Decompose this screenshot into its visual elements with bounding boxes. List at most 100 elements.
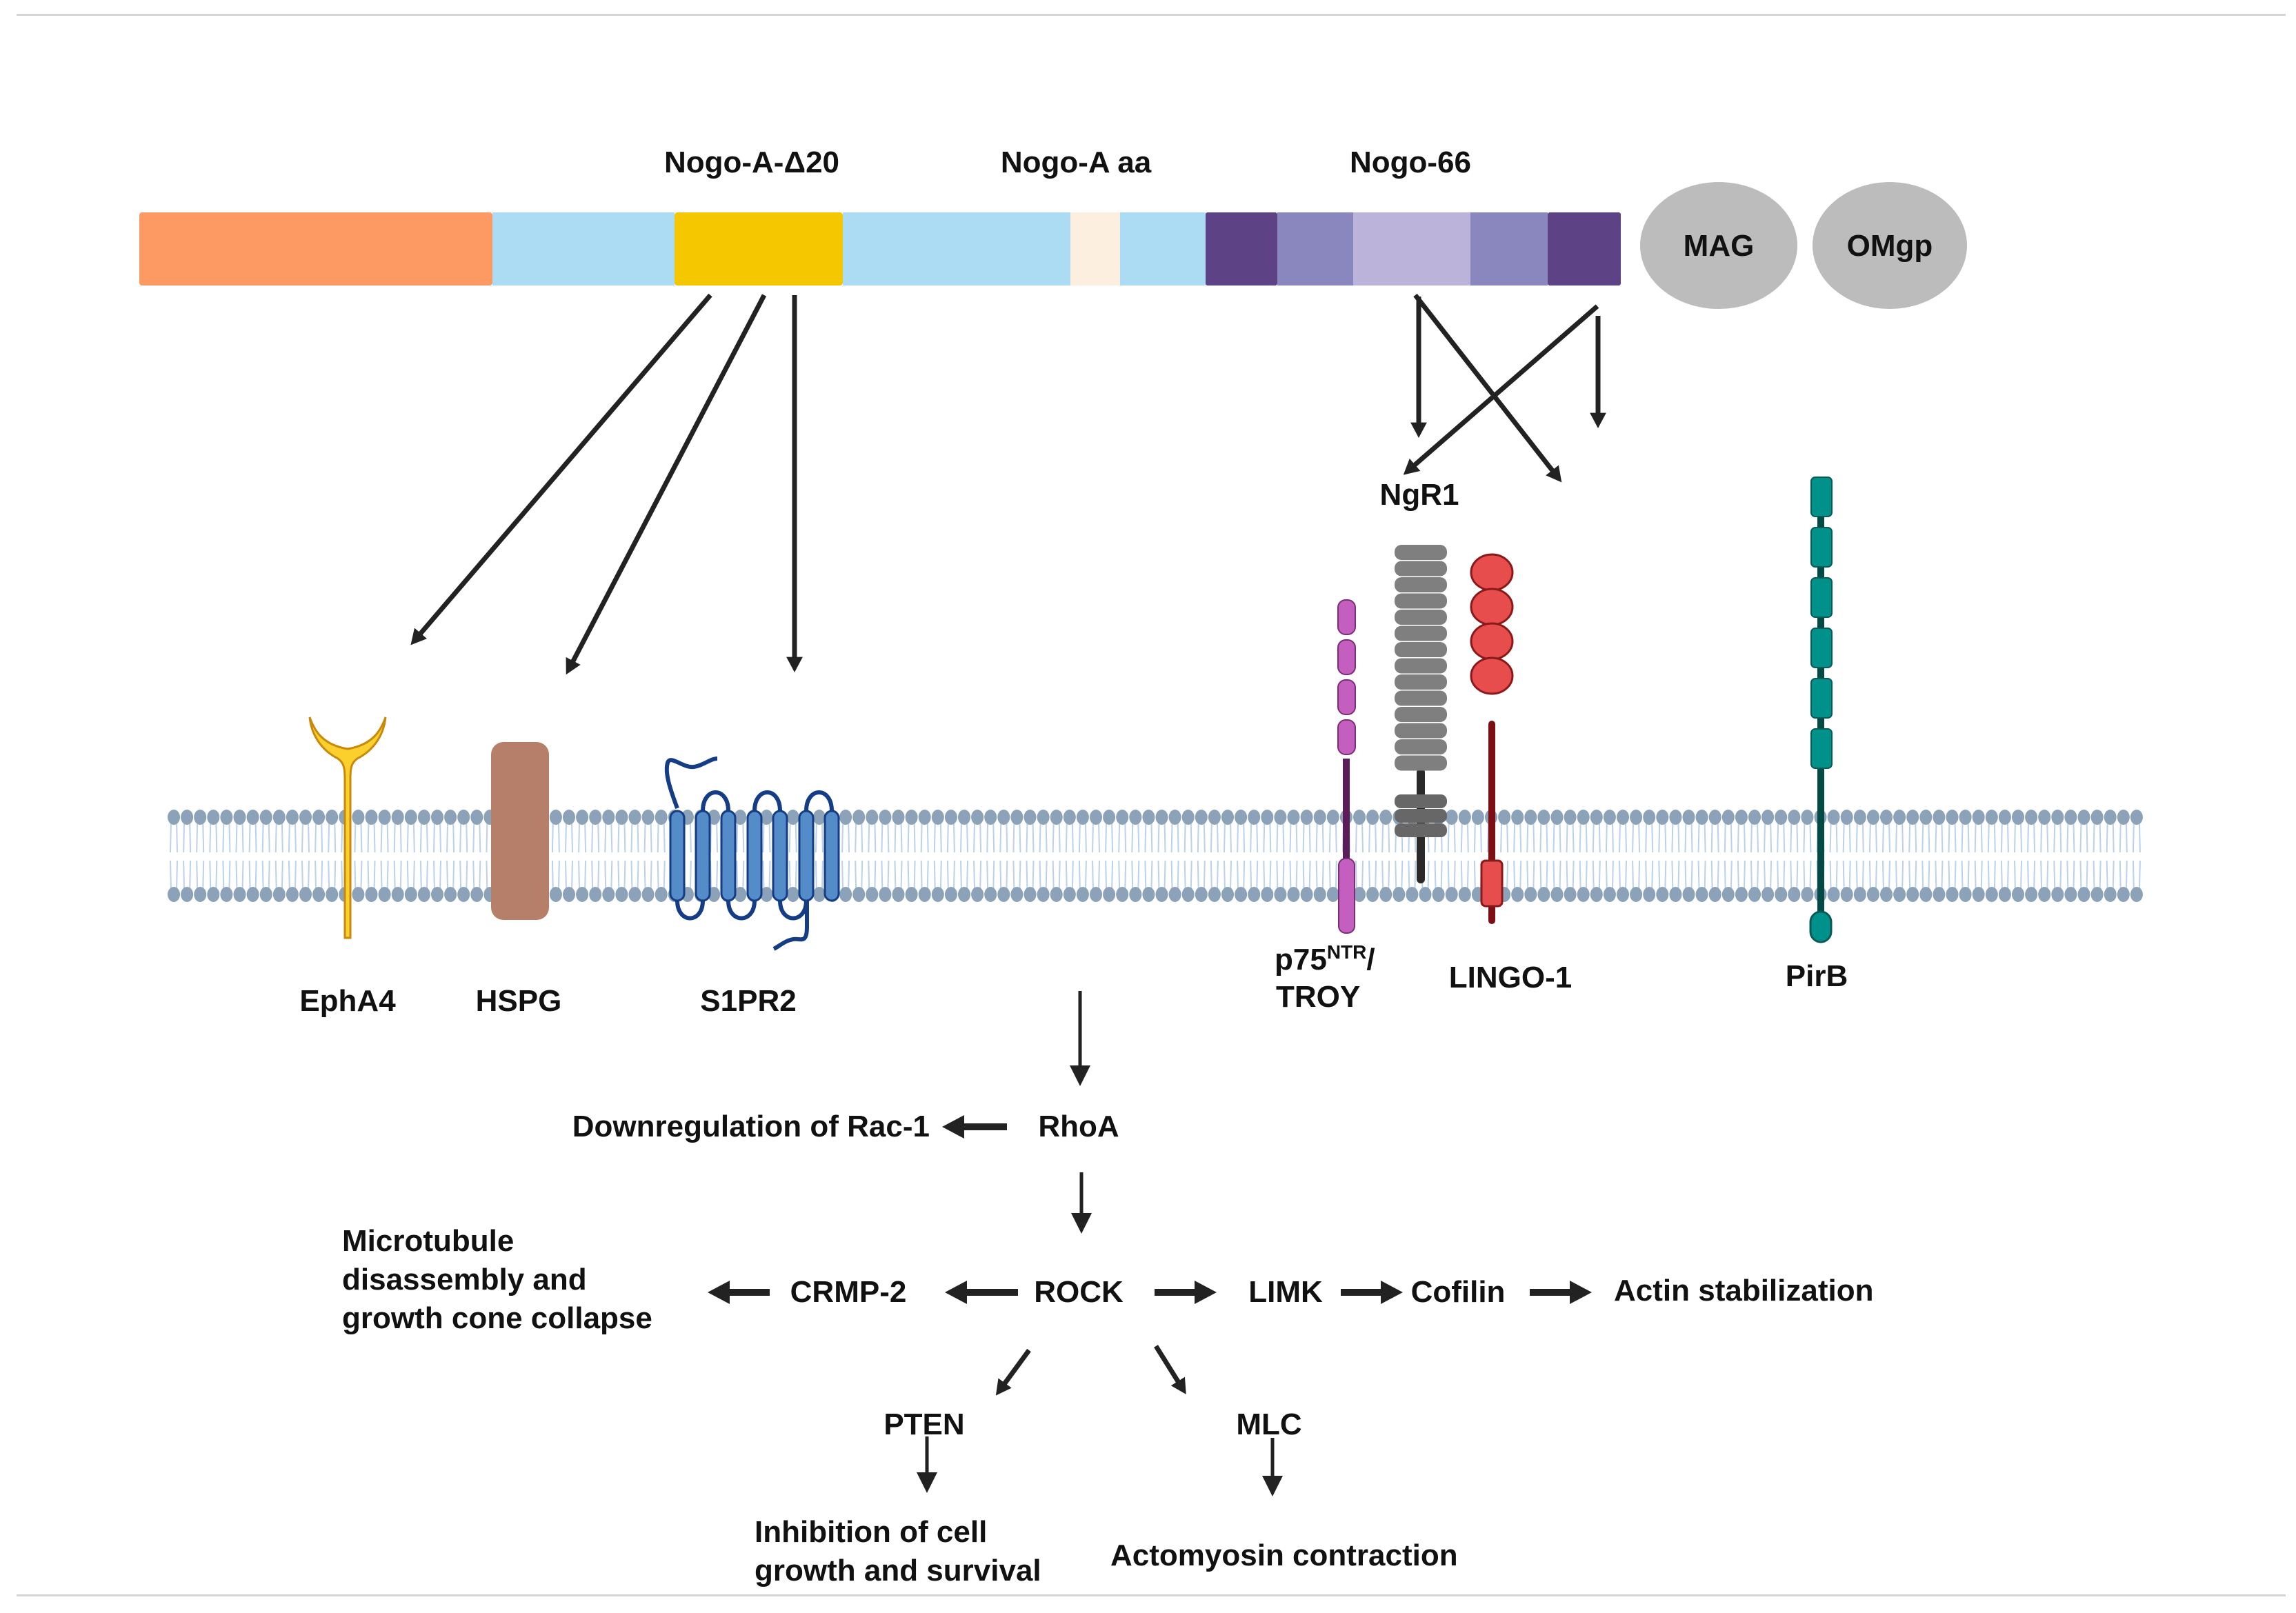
lipid xyxy=(1195,810,1208,902)
lipid xyxy=(1761,810,1775,902)
node-mlc: MLC xyxy=(1236,1407,1301,1441)
node-actin-stabilization: Actin stabilization xyxy=(1614,1274,1873,1308)
label-troy: TROY xyxy=(1276,980,1360,1014)
lipid xyxy=(1445,810,1458,902)
lipid xyxy=(299,810,312,902)
lipid xyxy=(1801,810,1814,902)
lipid xyxy=(1959,810,1972,902)
segment-nogo-a-aa xyxy=(1070,212,1120,285)
lipid xyxy=(628,810,641,902)
label-nogo-a-delta20: Nogo-A-Δ20 xyxy=(664,146,839,179)
inhibition-line-2: growth and survival xyxy=(755,1554,1041,1587)
inhibition-line-1: Inhibition of cell xyxy=(755,1515,987,1549)
lipid xyxy=(1248,810,1261,902)
lrr-repeat xyxy=(1395,739,1447,754)
label-mag: MAG xyxy=(1684,229,1755,263)
helix xyxy=(798,810,815,902)
lipid xyxy=(1748,810,1761,902)
lipid xyxy=(326,810,339,902)
node-crmp2: CRMP-2 xyxy=(790,1275,907,1309)
lipid xyxy=(2012,810,2024,902)
lipid xyxy=(1998,810,2011,902)
lipid xyxy=(2104,810,2117,902)
mag-ellipse xyxy=(1640,182,1797,309)
lipid xyxy=(1840,810,1853,902)
lrr-repeat xyxy=(1395,625,1447,641)
segment-nogo66-loop xyxy=(1353,212,1470,285)
lipid xyxy=(641,810,655,902)
p75-domain xyxy=(1337,639,1356,675)
lipid xyxy=(1155,810,1168,902)
segment-nogo66-inner-right xyxy=(1470,212,1548,285)
pirb-ig-domain xyxy=(1810,628,1833,668)
segment-nogo66-outer-right xyxy=(1548,212,1621,285)
pirb-intracellular-domain xyxy=(1809,910,1833,943)
lrr-repeat xyxy=(1395,723,1447,739)
lipid xyxy=(1353,810,1366,902)
lingo1-domain xyxy=(1470,553,1514,592)
lipid xyxy=(1985,810,1998,902)
lipid xyxy=(1972,810,1985,902)
lipid xyxy=(312,810,326,902)
label-pirb: PirB xyxy=(1786,959,1848,993)
arrow-rock-to-pten xyxy=(995,1348,1031,1396)
lipid xyxy=(1603,810,1616,902)
lipid xyxy=(905,810,918,902)
lipid xyxy=(444,810,457,902)
lipid xyxy=(931,810,944,902)
node-rac1-downregulation: Downregulation of Rac-1 xyxy=(572,1110,930,1143)
lingo1-receptor xyxy=(1470,553,1514,924)
pirb-ig-domain xyxy=(1810,577,1833,618)
lipid xyxy=(1577,810,1590,902)
lipid xyxy=(708,810,721,902)
lrr-repeat xyxy=(1395,610,1447,625)
lipid xyxy=(378,810,391,902)
lrr-repeat xyxy=(1395,561,1447,577)
lipid xyxy=(1313,810,1326,902)
lipid xyxy=(1933,810,1946,902)
lipid xyxy=(1669,810,1682,902)
lipid xyxy=(181,810,194,902)
lipid xyxy=(2130,810,2143,902)
lipid xyxy=(839,810,852,902)
label-p75: p75NTR/ xyxy=(1275,941,1375,976)
lrr-repeat xyxy=(1395,755,1447,771)
node-actomyosin-contraction: Actomyosin contraction xyxy=(1110,1539,1458,1572)
helix xyxy=(823,810,840,902)
p75-domain xyxy=(1337,719,1356,755)
lingo1-domain xyxy=(1470,657,1514,695)
arrow-delta20-to-hspg xyxy=(566,294,767,675)
label-omgp: OMgp xyxy=(1847,229,1933,263)
lrr-repeat xyxy=(1395,577,1447,592)
p75-troy-receptor xyxy=(1337,599,1356,934)
p75-domain xyxy=(1337,679,1356,715)
node-rhoa: RhoA xyxy=(1038,1110,1119,1143)
lipid xyxy=(1643,810,1656,902)
lrr-repeat xyxy=(1395,642,1447,657)
top-divider xyxy=(17,14,2286,16)
lipid xyxy=(1735,810,1748,902)
lipid xyxy=(1630,810,1643,902)
arrow-delta20-to-epha4 xyxy=(410,293,712,645)
lipid xyxy=(1024,810,1037,902)
segment-nogo66-inner-left xyxy=(1277,212,1353,285)
label-lingo1: LINGO-1 xyxy=(1449,961,1572,994)
s1pr2-receptor xyxy=(664,757,840,951)
lipid xyxy=(1129,810,1142,902)
lipid xyxy=(286,810,299,902)
lipid xyxy=(786,810,799,902)
pirb-ig-domain xyxy=(1810,678,1833,719)
lipid xyxy=(1208,810,1221,902)
lingo1-intracellular-domain xyxy=(1480,859,1504,908)
lipid xyxy=(1617,810,1629,902)
lipid xyxy=(1379,810,1392,902)
lipid xyxy=(760,810,773,902)
lipid xyxy=(589,810,602,902)
lipid xyxy=(1076,810,1089,902)
lrr-repeat xyxy=(1395,545,1447,560)
lipid xyxy=(1261,810,1274,902)
lrr-repeat xyxy=(1395,593,1447,609)
lipid xyxy=(812,810,826,902)
lipid xyxy=(1090,810,1102,902)
lipid xyxy=(879,810,892,902)
